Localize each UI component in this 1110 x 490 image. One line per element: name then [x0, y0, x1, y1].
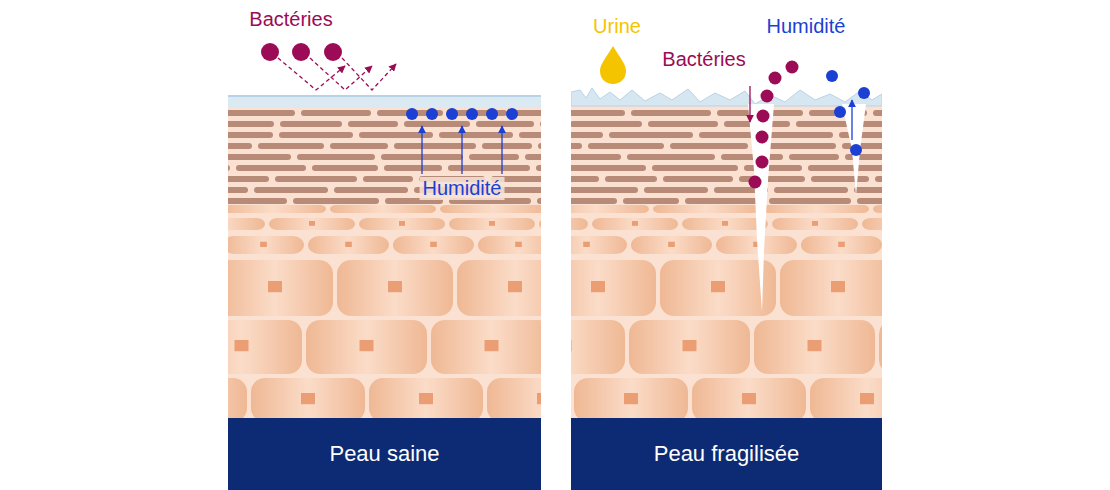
bacteria-label: Humidité	[764, 15, 849, 38]
urine-drop	[600, 46, 626, 84]
bacteria-label: Bactéries	[659, 48, 748, 71]
urine-label: Urine	[590, 15, 644, 38]
panel-caption: Peau fragilisée	[654, 441, 800, 467]
bacteria-bounce	[261, 43, 396, 90]
healthy-skin	[228, 96, 541, 420]
humidity-escaping	[826, 70, 870, 156]
panel-caption: Peau saine	[329, 441, 439, 467]
humidity-label: Humidité	[420, 177, 505, 200]
panel-caption-band: Peau fragilisée	[571, 418, 882, 490]
bacteria-penetrating	[749, 61, 799, 189]
damaged-skin	[571, 88, 882, 420]
panel-caption-band: Peau saine	[228, 418, 541, 490]
humidity-retained	[406, 108, 518, 174]
bacteria-label: Bactéries	[246, 8, 335, 31]
